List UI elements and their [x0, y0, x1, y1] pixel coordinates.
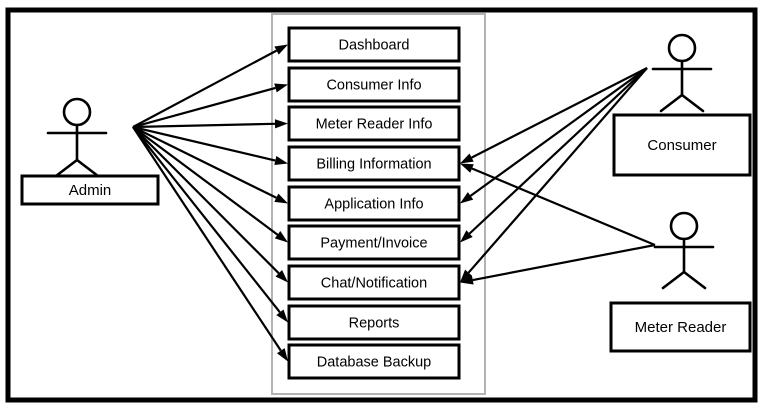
association-admin-to-reports [132, 126, 288, 323]
association-admin-to-dashboard [132, 44, 288, 128]
actor-leg-left-icon [661, 270, 686, 290]
actor-leg-left-icon [659, 93, 684, 113]
association-line [132, 126, 277, 199]
association-lines [132, 44, 656, 362]
arrowhead [460, 192, 474, 204]
actor-label-box[interactable] [20, 174, 160, 206]
use-case-box[interactable] [287, 66, 461, 103]
arrowhead [274, 156, 288, 165]
use-case-box[interactable] [287, 26, 461, 63]
use-case-box[interactable] [287, 343, 461, 380]
actor-leg-right-icon [75, 158, 100, 178]
use-case-label: Application Info [324, 196, 423, 212]
association-consumer-to-payment-invoice [460, 67, 648, 243]
use-case-box[interactable] [287, 264, 461, 301]
association-line [132, 125, 276, 162]
association-consumer-to-application-info [460, 67, 648, 204]
system-boundary [271, 13, 486, 395]
arrowhead [274, 193, 288, 204]
use-case-application-info[interactable]: Application Info [287, 185, 461, 222]
use-case-box[interactable] [287, 224, 461, 261]
use-case-label: Chat/Notification [321, 275, 427, 291]
actor-head-icon [669, 211, 699, 241]
association-admin-to-database-backup [132, 126, 288, 362]
use-case-box[interactable] [287, 105, 461, 142]
actor-head-icon [667, 33, 697, 63]
arrowhead [460, 230, 473, 243]
use-case-billing-information[interactable]: Billing Information [287, 145, 461, 182]
association-admin-to-meter-reader-info [132, 119, 288, 129]
outer-frame [5, 7, 758, 403]
association-meter-reader-to-chat-notification [460, 243, 656, 285]
association-line [132, 86, 276, 129]
arrowhead [460, 275, 474, 285]
association-meter-reader-to-billing-information [460, 163, 656, 247]
arrowhead [274, 119, 288, 129]
actor-admin[interactable]: Admin [20, 97, 160, 206]
association-line [471, 167, 656, 247]
use-case-consumer-info[interactable]: Consumer Info [287, 66, 461, 103]
arrowhead [274, 44, 288, 55]
arrowhead [274, 231, 288, 243]
association-line [132, 126, 282, 352]
association-line [132, 126, 281, 313]
use-case-box[interactable] [287, 185, 461, 222]
outer-frame-rect [5, 7, 758, 403]
use-case-label: Payment/Invoice [320, 235, 427, 251]
actor-leg-right-icon [680, 93, 705, 113]
actor-leg-left-icon [54, 158, 79, 178]
actor-consumer[interactable]: Consumer [612, 33, 752, 177]
actor-head-icon [62, 97, 92, 127]
association-admin-to-chat-notification [132, 126, 288, 283]
use-case-payment-invoice[interactable]: Payment/Invoice [287, 224, 461, 261]
association-consumer-to-chat-notification [460, 67, 648, 283]
association-line [132, 49, 278, 128]
actor-label: Admin [69, 182, 112, 199]
association-line [132, 122, 276, 129]
association-line [471, 67, 648, 159]
actor-label: Meter Reader [635, 319, 727, 336]
use-case-label: Billing Information [316, 156, 431, 172]
use-case-label: Database Backup [317, 354, 431, 370]
association-admin-to-consumer-info [132, 83, 288, 129]
arrowhead [275, 270, 288, 283]
arrowhead [460, 269, 473, 283]
association-line [469, 67, 648, 197]
association-line [132, 126, 280, 275]
use-case-box[interactable] [287, 145, 461, 182]
association-admin-to-payment-invoice [132, 126, 288, 243]
actor-leg-right-icon [682, 270, 707, 290]
use-case-box[interactable] [287, 304, 461, 341]
association-line [468, 67, 648, 235]
use-case-label: Dashboard [339, 37, 410, 53]
use-case-chat-notification[interactable]: Chat/Notification [287, 264, 461, 301]
actor-label-box[interactable] [609, 301, 752, 353]
association-consumer-to-billing-information [460, 67, 648, 164]
use-case-database-backup[interactable]: Database Backup [287, 343, 461, 380]
actor-label-box[interactable] [612, 113, 752, 177]
association-admin-to-application-info [132, 126, 288, 204]
use-case-label: Reports [349, 315, 400, 331]
arrowhead [460, 153, 474, 164]
arrowhead [276, 348, 288, 362]
use-case-reports[interactable]: Reports [287, 304, 461, 341]
actor-label: Consumer [647, 137, 716, 154]
arrowhead [276, 309, 288, 323]
system-boundary-rect [271, 13, 486, 395]
arrowhead [460, 163, 474, 173]
actor-meter-reader[interactable]: Meter Reader [609, 211, 752, 353]
association-line [467, 67, 648, 274]
use-case-label: Meter Reader Info [316, 116, 433, 132]
association-line [132, 126, 279, 236]
use-case-label: Consumer Info [326, 77, 421, 93]
use-case-meter-reader-info[interactable]: Meter Reader Info [287, 105, 461, 142]
use-case-dashboard[interactable]: Dashboard [287, 26, 461, 63]
arrowhead [274, 83, 288, 93]
association-line [472, 243, 656, 282]
association-admin-to-billing-information [132, 125, 288, 165]
